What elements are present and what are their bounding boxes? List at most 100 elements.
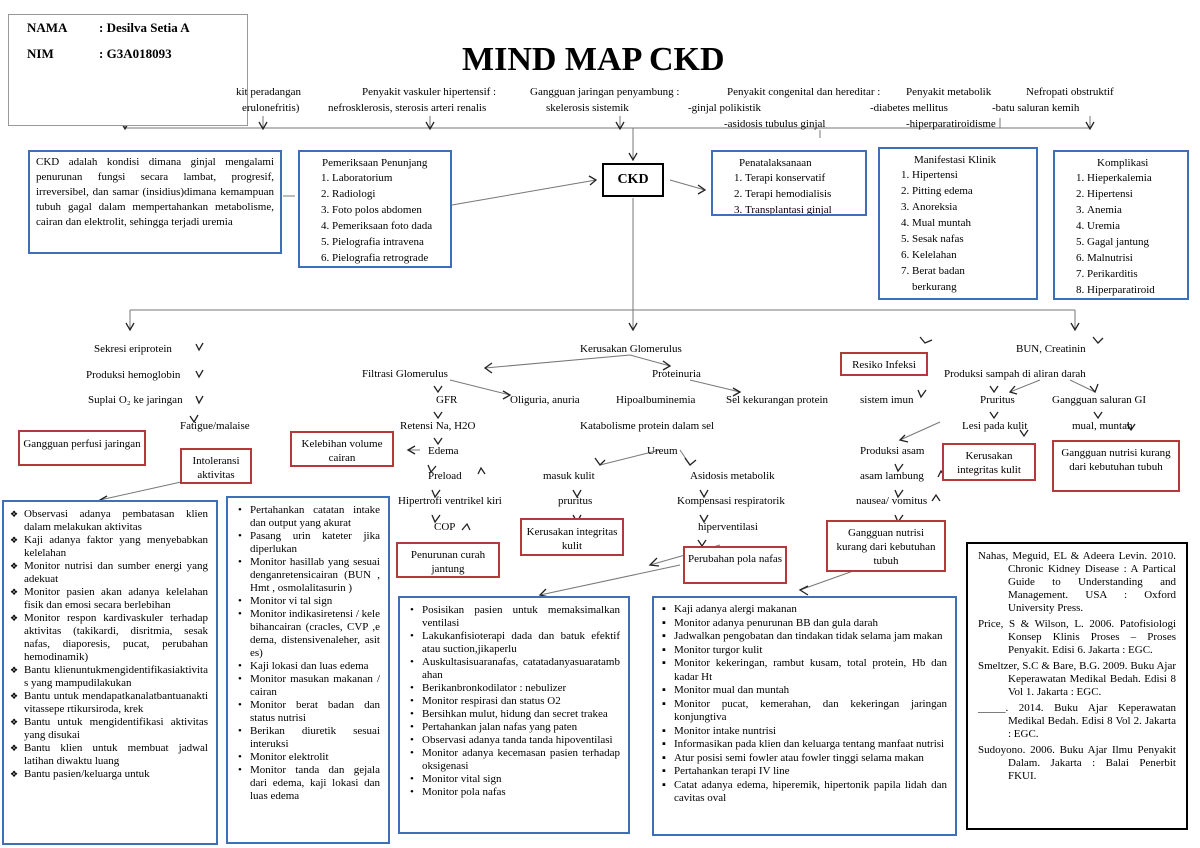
diagnosis-kerusakan-kulit-mid: Kerusakan integritas kulit [520, 518, 624, 556]
cause-peradangan-line1: kit peradangan [236, 86, 302, 98]
reference-item: Sudoyono. 2006. Buku Ajar Ilmu Penyakit … [978, 744, 1176, 782]
page-title: MIND MAP CKD [462, 41, 725, 78]
node-proteinuria: Proteinuria [652, 368, 701, 380]
node-nausea: nausea/ vomitus [856, 495, 928, 507]
pemeriksaan-item: Radiologi [332, 186, 446, 202]
komplikasi-list: Hieperkalemia Hipertensi Anemia Uremia G… [1059, 170, 1183, 298]
intervensi-item: Bantu untuk mengidentifikasi aktivitas y… [10, 716, 208, 742]
diagnosis-text: Gangguan perfusi jaringan [23, 438, 141, 450]
intervensi-aktivitas-box: Observasi adanya pembatasan klien dalam … [2, 500, 218, 845]
intervensi-item: Berikanbronkodilator : nebulizer [408, 682, 620, 695]
manifestasi-item: Berat badan berkurang [912, 263, 982, 295]
intervensi-item: Bantu klien untuk membuat jadwal latihan… [10, 742, 208, 768]
identity-box: NAMA : Desilva Setia A NIM : G3A018093 [8, 14, 248, 126]
intervensi-cairan-box: Pertahankan catatan intake dan output ya… [226, 496, 390, 844]
komplikasi-item: Hipertensi [1087, 186, 1183, 202]
cause-congenital-line3: -asidosis tubulus ginjal [724, 118, 826, 130]
reference-item: _____. 2014. Buku Ajar Keperawatan Medik… [978, 702, 1176, 740]
intervensi-item: Monitor vi tal sign [236, 595, 380, 608]
intervensi-nutrisi-box: Kaji adanya alergi makanan Monitor adany… [652, 596, 957, 836]
node-kompensasi: Kompensasi respiratorik [677, 495, 785, 507]
node-ureum: Ureum [647, 445, 678, 457]
node-katabolisme: Katabolisme protein dalam sel [580, 420, 715, 432]
intervensi-item: Kaji adanya faktor yang menyebabkan kele… [10, 534, 208, 560]
intervensi-item: Monitor indikasiretensi / kelebihancaira… [236, 608, 380, 660]
pemeriksaan-list: Laboratorium Radiologi Foto polos abdome… [304, 170, 446, 266]
node-gangguan-gi: Gangguan saluran GI [1052, 394, 1147, 406]
intervensi-item: Monitor elektrolit [236, 751, 380, 764]
intervensi-item: Monitor respirasi dan status O2 [408, 695, 620, 708]
diagnosis-text: Resiko Infeksi [852, 359, 916, 371]
reference-item: Smeltzer, S.C & Bare, B.G. 2009. Buku Aj… [978, 660, 1176, 698]
cause-metabolik-line1: Penyakit metabolik [906, 86, 992, 98]
diagnosis-kerusakan-kulit-right: Kerusakan integritas kulit [942, 443, 1036, 481]
diagnosis-gangguan-perfusi: Gangguan perfusi jaringan [18, 430, 146, 466]
komplikasi-box: Komplikasi Hieperkalemia Hipertensi Anem… [1053, 150, 1189, 300]
node-pruritus-mid: pruritus [558, 495, 593, 507]
node-asam-lambung: asam lambung [860, 470, 924, 482]
node-mual: mual, muntah [1072, 420, 1133, 432]
penatalaksanaan-title: Penatalaksanaan [739, 157, 812, 169]
pemeriksaan-box: Pemeriksaan Penunjang Laboratorium Radio… [298, 150, 452, 268]
intervensi-item: Monitor pola nafas [408, 786, 620, 799]
node-fatigue: Fatigue/malaise [180, 420, 250, 432]
diagnosis-text: Kerusakan integritas kulit [957, 450, 1021, 476]
node-asidosis: Asidosis metabolik [690, 470, 775, 482]
cause-vaskuler-line2: nefrosklerosis, sterosis arteri renalis [328, 102, 487, 114]
intervensi-item: Bantu untuk mendapatkanalatbantuanaktivi… [10, 690, 208, 716]
intervensi-item: Monitor adanya penurunan BB dan gula dar… [662, 617, 947, 631]
node-sistem-imun: sistem imun [860, 394, 914, 406]
intervensi-aktivitas-list: Observasi adanya pembatasan klien dalam … [10, 508, 208, 781]
manifestasi-box: Manifestasi Klinik Hipertensi Pitting ed… [878, 147, 1038, 300]
nim-value: : G3A018093 [99, 46, 172, 61]
pemeriksaan-title: Pemeriksaan Penunjang [322, 157, 428, 169]
intervensi-item: Informasikan pada klien dan keluarga ten… [662, 738, 947, 752]
cause-congenital-line2: -ginjal polikistik [688, 102, 762, 114]
manifestasi-item: Pitting edema [912, 183, 1032, 199]
diagnosis-text: Penurunan curah jantung [410, 549, 486, 575]
intervensi-item: Bantu klienuntukmengidentifikasiaktivita… [10, 664, 208, 690]
node-hipoalbuminemia: Hipoalbuminemia [616, 394, 696, 406]
manifestasi-title: Manifestasi Klinik [914, 154, 997, 166]
intervensi-item: Catat adanya edema, hiperemik, hipertoni… [662, 779, 947, 806]
node-kerusakan-glomerulus: Kerusakan Glomerulus [580, 343, 682, 355]
intervensi-item: Monitor intake nuntrisi [662, 725, 947, 739]
diagnosis-text: Intoleransi aktivitas [192, 455, 240, 481]
intervensi-item: Monitor turgor kulit [662, 644, 947, 658]
reference-item: Nahas, Meguid, EL & Adeera Levin. 2010. … [978, 550, 1176, 614]
node-hipertrofi: Hipertrofi ventrikel kiri [398, 495, 502, 507]
diagnosis-intoleransi: Intoleransi aktivitas [180, 448, 252, 484]
definition-text: CKD adalah kondisi dimana ginjal mengala… [36, 156, 274, 228]
pemeriksaan-item: Laboratorium [332, 170, 446, 186]
intervensi-item: Monitor nutrisi dan sumber energi yang a… [10, 560, 208, 586]
node-masuk-kulit: masuk kulit [543, 470, 595, 482]
node-cop: COP [434, 521, 456, 533]
intervensi-item: Observasi adanya pembatasan klien dalam … [10, 508, 208, 534]
node-hiperventilasi: hiperventilasi [698, 521, 758, 533]
manifestasi-item: Anoreksia [912, 199, 1032, 215]
diagnosis-nutrisi-mid: Gangguan nutrisi kurang dari kebutuhan t… [826, 520, 946, 572]
cause-obstruktif-line2: -batu saluran kemih [992, 102, 1080, 114]
intervensi-item: Monitor hasillab yang sesuaidenganretens… [236, 556, 380, 595]
pemeriksaan-item: Pielografia retrograde [332, 250, 446, 266]
penatalaksanaan-item: Terapi konservatif [745, 170, 861, 186]
penatalaksanaan-box: Penatalaksanaan Terapi konservatif Terap… [711, 150, 867, 216]
diagnosis-resiko-infeksi: Resiko Infeksi [840, 352, 928, 376]
node-suplai: Suplai O₂ ke jaringan [88, 394, 183, 406]
node-produksi-sampah: Produksi sampah di aliran darah [944, 368, 1086, 380]
intervensi-item: Pertahankan catatan intake dan output ya… [236, 504, 380, 530]
komplikasi-item: Uremia [1087, 218, 1183, 234]
node-sel-kekurangan: Sel kekurangan protein [726, 394, 829, 406]
diagnosis-text: Perubahan pola nafas [687, 553, 783, 565]
intervensi-item: Pasang urin kateter jika diperlukan [236, 530, 380, 556]
intervensi-item: Pertahankan terapi IV line [662, 765, 947, 779]
intervensi-item: Monitor respon kardivaskuler terhadap ak… [10, 612, 208, 664]
node-bun: BUN, Creatinin [1016, 343, 1086, 355]
intervensi-item: Auskultasisuaranafas, catatadanyasuarata… [408, 656, 620, 682]
diagnosis-penurunan-curah: Penurunan curah jantung [396, 542, 500, 578]
intervensi-item: Monitor adanya kecemasan pasien terhadap… [408, 747, 620, 773]
cause-vaskuler-line1: Penyakit vaskuler hipertensif : [362, 86, 497, 98]
diagnosis-text: Kelebihan volume cairan [301, 438, 383, 464]
intervensi-item: Jadwalkan pengobatan dan tindakan tidak … [662, 630, 947, 644]
